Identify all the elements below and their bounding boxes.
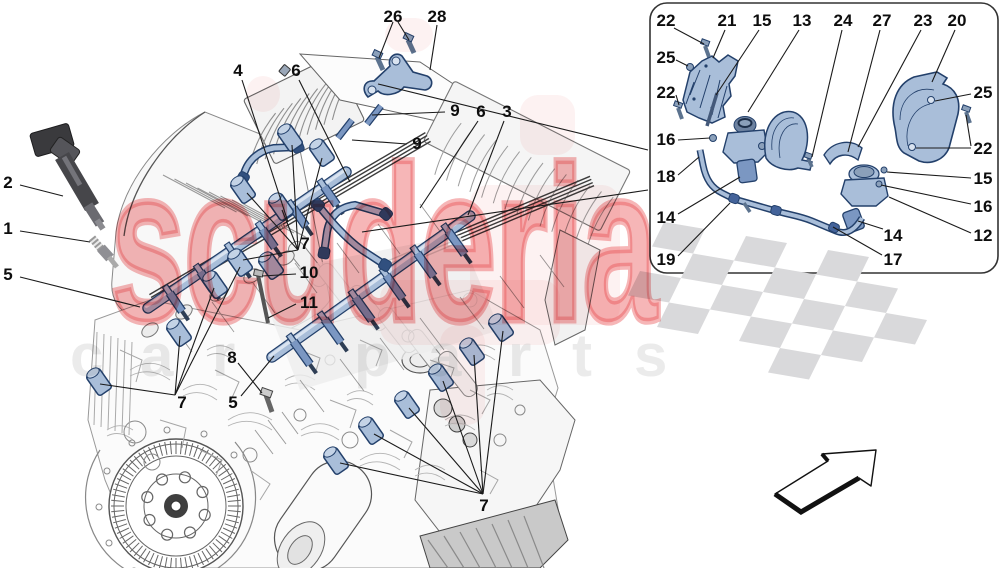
- svg-text:28: 28: [428, 7, 447, 26]
- svg-text:8: 8: [227, 348, 236, 367]
- svg-text:16: 16: [657, 130, 676, 149]
- svg-text:7: 7: [177, 393, 186, 412]
- svg-text:22: 22: [657, 83, 676, 102]
- svg-text:17: 17: [884, 250, 903, 269]
- svg-text:21: 21: [718, 11, 737, 30]
- svg-text:s: s: [634, 322, 667, 389]
- svg-text:7: 7: [479, 496, 488, 515]
- svg-text:18: 18: [657, 167, 676, 186]
- svg-text:23: 23: [914, 11, 933, 30]
- svg-text:4: 4: [233, 61, 243, 80]
- svg-text:26: 26: [384, 7, 403, 26]
- svg-text:r: r: [508, 322, 531, 389]
- svg-text:11: 11: [300, 293, 318, 312]
- svg-text:25: 25: [974, 83, 993, 102]
- svg-text:p: p: [354, 322, 391, 389]
- svg-text:16: 16: [974, 197, 993, 216]
- svg-text:15: 15: [974, 169, 993, 188]
- svg-text:2: 2: [3, 173, 12, 192]
- svg-text:a: a: [140, 322, 174, 389]
- svg-text:5: 5: [228, 393, 237, 412]
- svg-text:22: 22: [974, 139, 993, 158]
- svg-text:27: 27: [873, 11, 892, 30]
- svg-text:15: 15: [753, 11, 772, 30]
- svg-text:c: c: [70, 322, 103, 389]
- svg-text:19: 19: [657, 250, 676, 269]
- svg-text:22: 22: [657, 11, 676, 30]
- svg-text:9: 9: [450, 101, 459, 120]
- svg-text:7: 7: [300, 234, 309, 253]
- svg-text:1: 1: [3, 219, 12, 238]
- svg-text:5: 5: [3, 265, 12, 284]
- svg-text:6: 6: [476, 102, 485, 121]
- svg-text:14: 14: [884, 226, 903, 245]
- svg-text:20: 20: [948, 11, 967, 30]
- svg-text:a: a: [428, 322, 462, 389]
- svg-text:13: 13: [793, 11, 812, 30]
- svg-text:3: 3: [502, 102, 511, 121]
- svg-text:9: 9: [412, 134, 421, 153]
- svg-text:6: 6: [291, 61, 300, 80]
- svg-text:25: 25: [657, 48, 676, 67]
- svg-text:10: 10: [300, 263, 319, 282]
- svg-text:r: r: [212, 322, 235, 389]
- svg-text:12: 12: [974, 226, 993, 245]
- svg-text:t: t: [572, 322, 592, 389]
- svg-text:14: 14: [657, 208, 676, 227]
- svg-text:24: 24: [834, 11, 853, 30]
